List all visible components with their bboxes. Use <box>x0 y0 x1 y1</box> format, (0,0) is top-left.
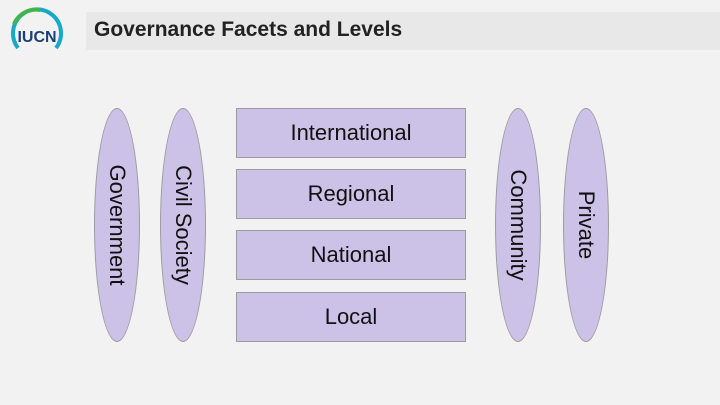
level-national: National <box>236 230 466 280</box>
level-local: Local <box>236 292 466 342</box>
facet-civil-society: Civil Society <box>160 108 206 342</box>
header-bar <box>86 12 720 50</box>
facet-community: Community <box>495 108 541 342</box>
svg-text:IUCN: IUCN <box>17 29 56 46</box>
facet-government: Government <box>94 108 140 342</box>
facet-civil-society-label: Civil Society <box>171 165 196 285</box>
facet-government-label: Government <box>105 164 130 286</box>
facet-community-label: Community <box>506 169 531 281</box>
facet-private: Private <box>563 108 609 342</box>
iucn-logo: IUCN <box>4 4 70 62</box>
level-regional: Regional <box>236 169 466 219</box>
page-title: Governance Facets and Levels <box>94 18 403 41</box>
facet-private-label: Private <box>574 190 599 260</box>
level-international: International <box>236 108 466 158</box>
